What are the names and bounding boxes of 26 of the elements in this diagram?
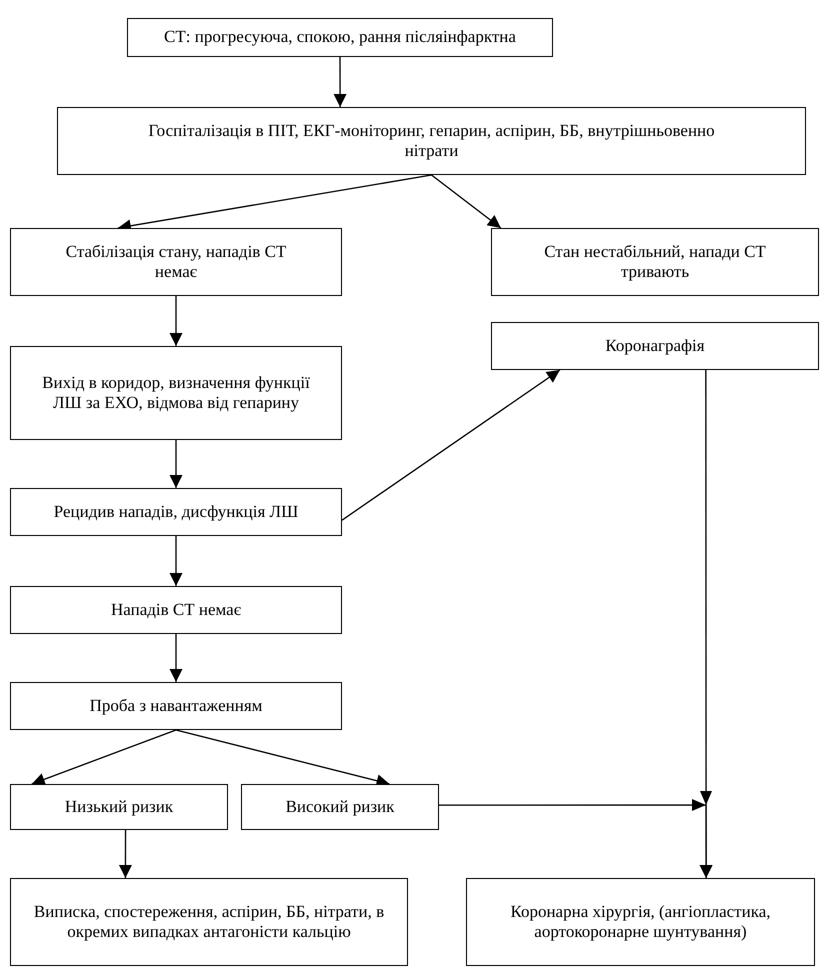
box-text: Вихід в коридор, визначення функції ЛШ за ЕХО, відмова від гепарину: [41, 372, 311, 414]
process-box: [127, 18, 553, 57]
process-box: [466, 878, 815, 966]
process-box: [491, 322, 819, 370]
box-text: Коронаграфія: [605, 336, 705, 356]
process-box: [241, 784, 439, 830]
box-text: Нападів СТ немає: [111, 600, 241, 620]
box-text: Госпіталізація в ПІТ, ЕКГ-моніторинг, гепарин, аспірин, ББ, внутрішньовенно нітрати: [148, 120, 715, 162]
box-text: Виписка, спостереження, аспірин, ББ, нітрати, в окремих випадках антагоністи кальцію: [32, 902, 386, 942]
box-text: Проба з навантаженням: [90, 696, 262, 716]
process-box: [10, 488, 342, 536]
process-box: [10, 878, 408, 966]
box-text: Високий ризик: [286, 796, 394, 818]
box-text: Стабілізація стану, нападів СТ немає: [64, 242, 288, 282]
process-box: [10, 784, 228, 830]
process-box: [491, 228, 819, 296]
process-box: [10, 228, 342, 296]
box-text: Рецидив нападів, дисфункція ЛШ: [54, 502, 298, 522]
process-box: [10, 346, 342, 440]
process-box: [10, 682, 342, 730]
process-box: [10, 586, 342, 634]
box-text: Коронарна хірургія, (ангіопластика, аортокоронарне шунтування): [509, 902, 772, 942]
box-text: СТ: прогресуюча, спокою, рання післяінфарктна: [164, 27, 516, 48]
box-text: Стан нестабільний, напади СТ тривають: [543, 242, 767, 282]
process-box: [57, 107, 806, 175]
box-text: Низький ризик: [64, 796, 174, 818]
